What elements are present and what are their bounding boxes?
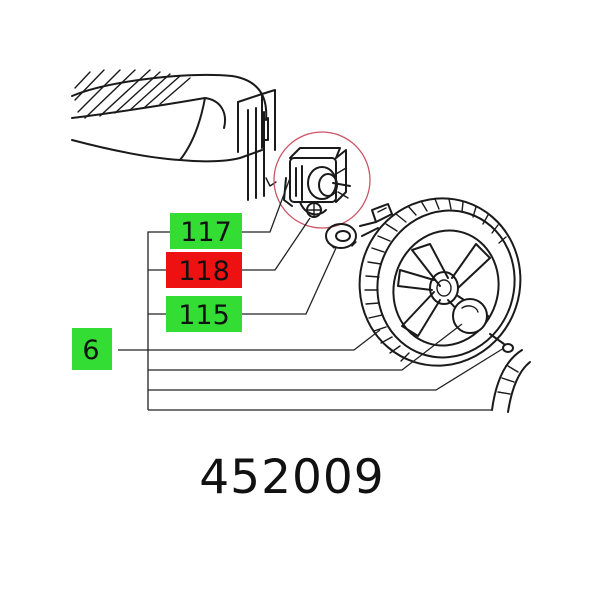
callout-117-box bbox=[170, 213, 242, 249]
machine-housing bbox=[71, 69, 277, 201]
housing-hatching bbox=[74, 69, 191, 119]
washer-115 bbox=[325, 223, 357, 249]
callout-6: 6 bbox=[72, 328, 112, 370]
tire-tread bbox=[364, 198, 507, 362]
second-wheel-edge bbox=[491, 349, 531, 413]
leader-lines bbox=[118, 177, 505, 411]
detail-circle bbox=[273, 131, 371, 229]
callout-115-box bbox=[166, 296, 242, 332]
wheel-bracket bbox=[359, 203, 393, 237]
callout-117: 117 bbox=[170, 213, 242, 249]
part-number: 452009 bbox=[199, 450, 384, 505]
callout-118-box bbox=[166, 252, 242, 288]
callout-117-label: 117 bbox=[180, 217, 232, 248]
callout-6-box bbox=[72, 328, 112, 370]
callout-6-label: 6 bbox=[82, 335, 99, 366]
callout-118: 118 bbox=[166, 252, 242, 288]
gear-assembly bbox=[283, 147, 351, 218]
callout-118-label: 118 bbox=[178, 256, 230, 287]
hub-cap bbox=[452, 298, 488, 334]
wheel-6 bbox=[358, 197, 522, 367]
callout-115-label: 115 bbox=[178, 300, 230, 331]
callout-115: 115 bbox=[166, 296, 242, 332]
